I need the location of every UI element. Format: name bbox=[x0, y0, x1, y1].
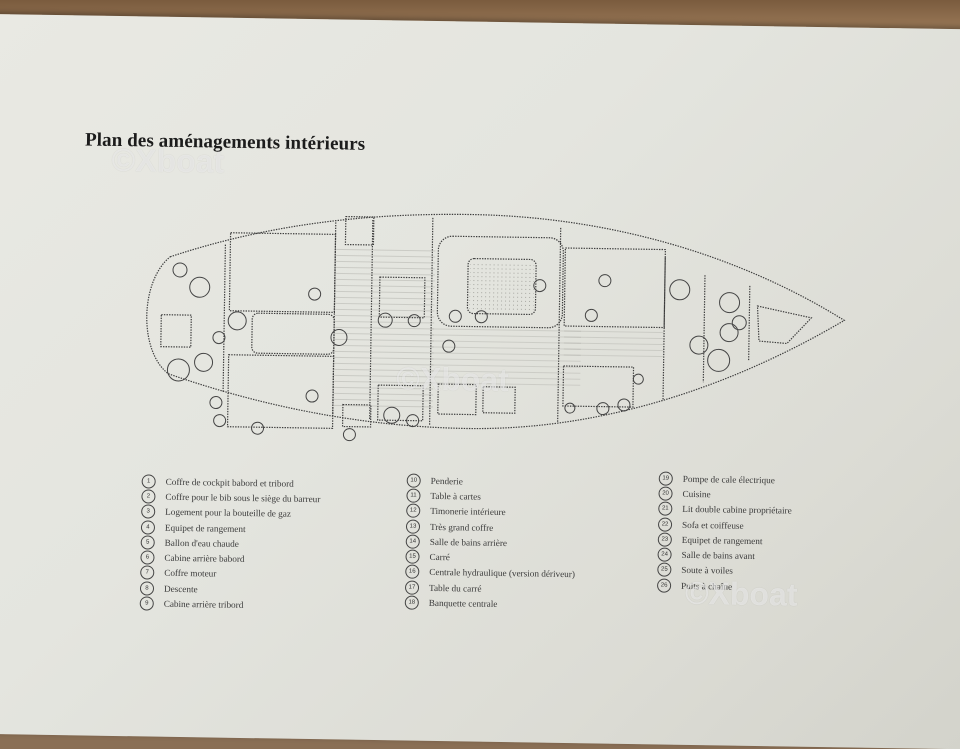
legend-label: Salle de bains avant bbox=[681, 549, 755, 562]
legend-number: 4 bbox=[140, 519, 156, 535]
legend-number: 1 bbox=[141, 474, 156, 489]
legend-label: Centrale hydraulique (version dériveur) bbox=[429, 567, 576, 580]
legend-label: Cabine arrière tribord bbox=[163, 598, 244, 611]
legend-number: 5 bbox=[140, 535, 155, 550]
legend-label: Table à cartes bbox=[430, 490, 481, 502]
legend-number: 15 bbox=[405, 549, 420, 564]
legend-label: Pompe de cale électrique bbox=[682, 473, 775, 485]
legend-label: Lit double cabine propriétaire bbox=[682, 504, 792, 516]
legend-number: 6 bbox=[140, 550, 155, 565]
legend-label: Coffre pour le bib sous le siège du barr… bbox=[165, 491, 321, 505]
legend-number: 25 bbox=[657, 562, 672, 578]
legend-number: 13 bbox=[405, 519, 421, 534]
legend-number: 12 bbox=[406, 503, 421, 518]
watermark: ©Xboat bbox=[396, 360, 510, 399]
legend-number: 7 bbox=[140, 565, 155, 581]
legend-number: 9 bbox=[139, 596, 154, 611]
legend-number: 20 bbox=[658, 486, 673, 501]
legend-number: 22 bbox=[657, 517, 673, 532]
legend-number: 16 bbox=[405, 564, 420, 580]
legend-number: 10 bbox=[406, 473, 421, 488]
legend-label: Cabine arrière babord bbox=[164, 552, 245, 565]
legend-number: 8 bbox=[139, 581, 155, 596]
legend-label: Table du carré bbox=[428, 582, 482, 594]
legend-number: 2 bbox=[141, 489, 156, 504]
legend-number: 18 bbox=[404, 595, 419, 610]
boat-layout-plan bbox=[146, 213, 846, 442]
legend-label: Très grand coffre bbox=[429, 521, 494, 533]
legend-number: 3 bbox=[141, 504, 156, 519]
legend-number: 23 bbox=[657, 532, 672, 547]
legend-number: 19 bbox=[658, 471, 673, 486]
legend-number: 14 bbox=[405, 534, 420, 549]
legend-label: Equipet de rangement bbox=[681, 534, 763, 546]
document-page: Plan des aménagements intérieurs ©Xboat bbox=[0, 14, 960, 749]
legend-label: Sofa et coiffeuse bbox=[681, 519, 744, 531]
watermark: ©Xboat bbox=[111, 141, 225, 180]
legend-number: 21 bbox=[658, 501, 673, 516]
legend-column-2: 10 Penderie 11 Table à cartes 12 Timonerie … bbox=[404, 473, 577, 613]
watermark: ©Xboat bbox=[684, 574, 798, 613]
legend-label: Cuisine bbox=[682, 488, 711, 500]
legend-label: Coffre de cockpit babord et tribord bbox=[165, 476, 294, 489]
legend-label: Logement pour la bouteille de gaz bbox=[165, 506, 292, 519]
legend-item: 18 Banquette centrale bbox=[404, 595, 575, 613]
legend-number: 17 bbox=[404, 580, 420, 595]
legend-label: Equipet de rangement bbox=[164, 522, 246, 534]
legend-number: 26 bbox=[656, 578, 672, 593]
legend-label: Ballon d'eau chaude bbox=[164, 537, 239, 549]
legend-label: Descente bbox=[163, 583, 198, 594]
legend-label: Timonerie intérieure bbox=[430, 506, 506, 518]
legend-number: 24 bbox=[657, 547, 672, 562]
legend-item: 9 Cabine arrière tribord bbox=[139, 596, 319, 614]
legend-label: Carré bbox=[429, 552, 451, 563]
legend-label: Coffre moteur bbox=[164, 568, 217, 579]
legend-number: 11 bbox=[406, 488, 421, 503]
legend-label: Banquette centrale bbox=[428, 597, 498, 609]
legend-label: Salle de bains arrière bbox=[429, 536, 508, 548]
legend-label: Penderie bbox=[430, 475, 463, 487]
